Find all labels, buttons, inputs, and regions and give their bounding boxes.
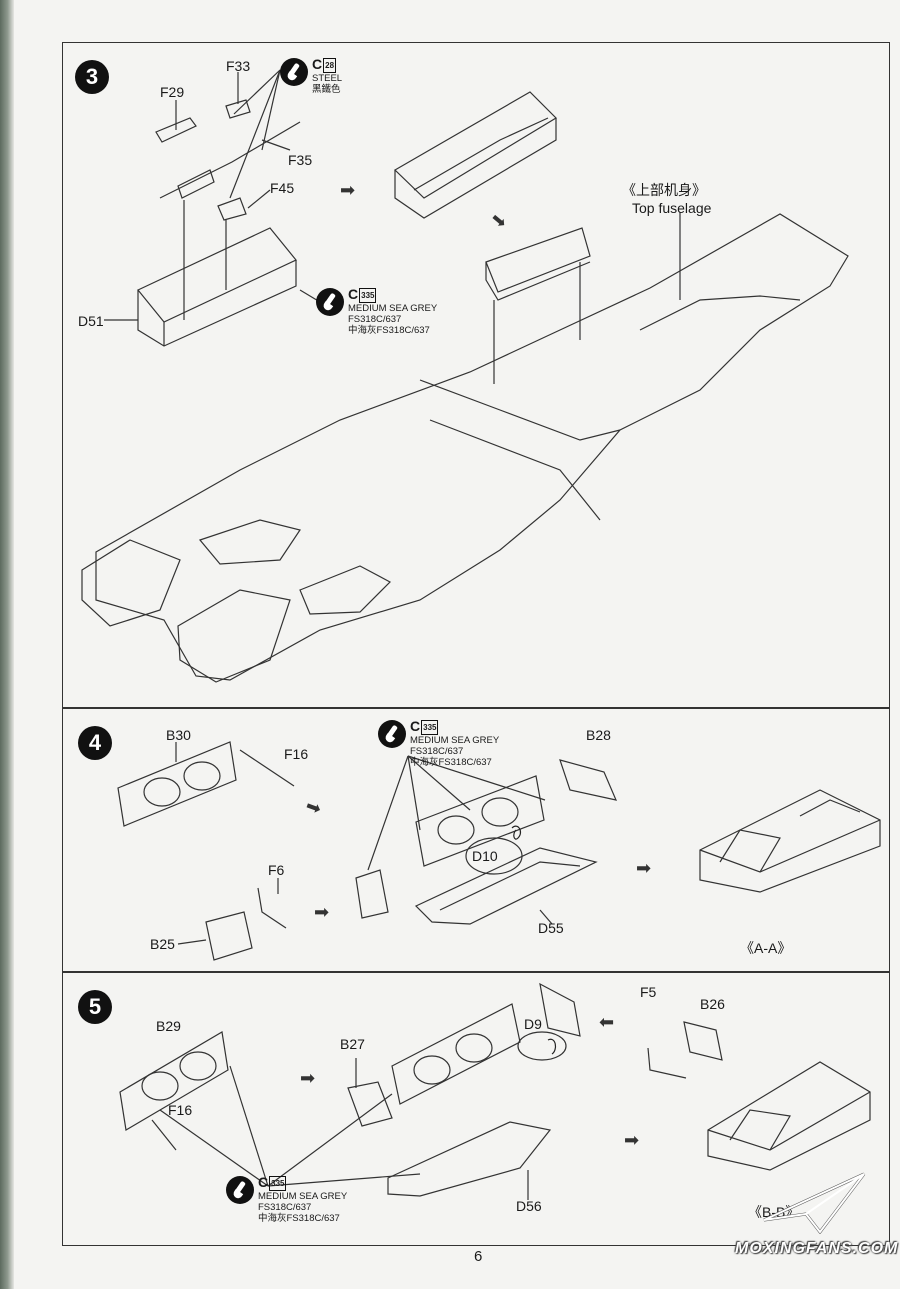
part-label-b25: B25 [150, 936, 175, 952]
step4-number-badge: 4 [78, 726, 112, 760]
part-label-d10: D10 [472, 848, 498, 864]
part-label-b29: B29 [156, 1018, 181, 1034]
paint-name-cn: 中海灰FS318C/637 [410, 757, 492, 768]
part-label-f33: F33 [226, 58, 251, 74]
part-label-f6: F6 [268, 862, 285, 878]
paintbrush-icon [226, 1176, 254, 1204]
paintbrush-icon [280, 58, 308, 86]
paint-fs: FS318C/637 [410, 746, 464, 757]
step5-parts-group [119, 982, 871, 1200]
paint-number: 335 [269, 1176, 287, 1191]
paint-code: C [258, 1174, 269, 1190]
part-label-b26: B26 [700, 996, 725, 1012]
step4-parts-group [117, 741, 881, 961]
paper-plane-logo-icon [763, 1172, 866, 1234]
part-label-d56: D56 [516, 1198, 542, 1214]
paint-code: C [348, 286, 359, 302]
paint-name-cn: 中海灰FS318C/637 [348, 325, 430, 336]
step4-panel [62, 708, 890, 972]
paint-code: C [410, 718, 421, 734]
paint-name: STEEL [312, 73, 343, 84]
part-label-f29: F29 [160, 84, 185, 100]
paint-number: 28 [323, 58, 337, 73]
scan-edge [0, 0, 14, 1289]
part-label-d51: D51 [78, 313, 104, 329]
step4-number: 4 [88, 730, 102, 755]
paint-number: 335 [421, 720, 439, 735]
fuselage-label-en: Top fuselage [632, 200, 712, 216]
arrow-right-icon: ➡ [624, 1130, 639, 1150]
paint-name: MEDIUM SEA GREY [258, 1191, 348, 1202]
watermark-logo: MOXINGFANS.COM [735, 1240, 899, 1257]
paint-name-cn: 黑鐵色 [312, 84, 341, 95]
step3-panel [62, 42, 890, 708]
page-number: 6 [474, 1248, 483, 1265]
paint-name: MEDIUM SEA GREY [410, 735, 500, 746]
paint-name-cn: 中海灰FS318C/637 [258, 1213, 340, 1224]
paint-number: 335 [359, 288, 377, 303]
step3-parts-group [81, 69, 849, 683]
fuselage-label-cn: 《上部机身》 [622, 182, 706, 198]
view-label-a-a: 《A-A》 [740, 940, 792, 956]
paint-name: MEDIUM SEA GREY [348, 303, 438, 314]
arrow-right-icon: ➡ [314, 902, 329, 922]
arrow-right-icon: ➡ [300, 1068, 315, 1088]
part-label-b28: B28 [586, 727, 611, 743]
part-label-f35: F35 [288, 152, 313, 168]
paint-code: C [312, 56, 323, 72]
paint-fs: FS318C/637 [258, 1202, 312, 1213]
step5-panel [62, 972, 890, 1246]
step3-number-badge: 3 [75, 60, 109, 94]
paintbrush-icon [378, 720, 406, 748]
part-label-f16: F16 [284, 746, 309, 762]
step5-number-badge: 5 [78, 990, 112, 1024]
part-label-d55: D55 [538, 920, 564, 936]
step3-number: 3 [85, 64, 99, 89]
part-label-b30: B30 [166, 727, 191, 743]
paintbrush-icon [316, 288, 344, 316]
part-label-f45: F45 [270, 180, 295, 196]
part-label-f16: F16 [168, 1102, 193, 1118]
step5-number: 5 [88, 994, 102, 1019]
part-label-f5: F5 [640, 984, 657, 1000]
part-label-b27: B27 [340, 1036, 365, 1052]
arrow-right-icon: ➡ [636, 858, 651, 878]
part-label-d9: D9 [524, 1016, 542, 1032]
arrow-left-icon: ➡ [606, 1012, 615, 1032]
paint-fs: FS318C/637 [348, 314, 402, 325]
arrow-right-icon: ➡ [340, 180, 355, 200]
